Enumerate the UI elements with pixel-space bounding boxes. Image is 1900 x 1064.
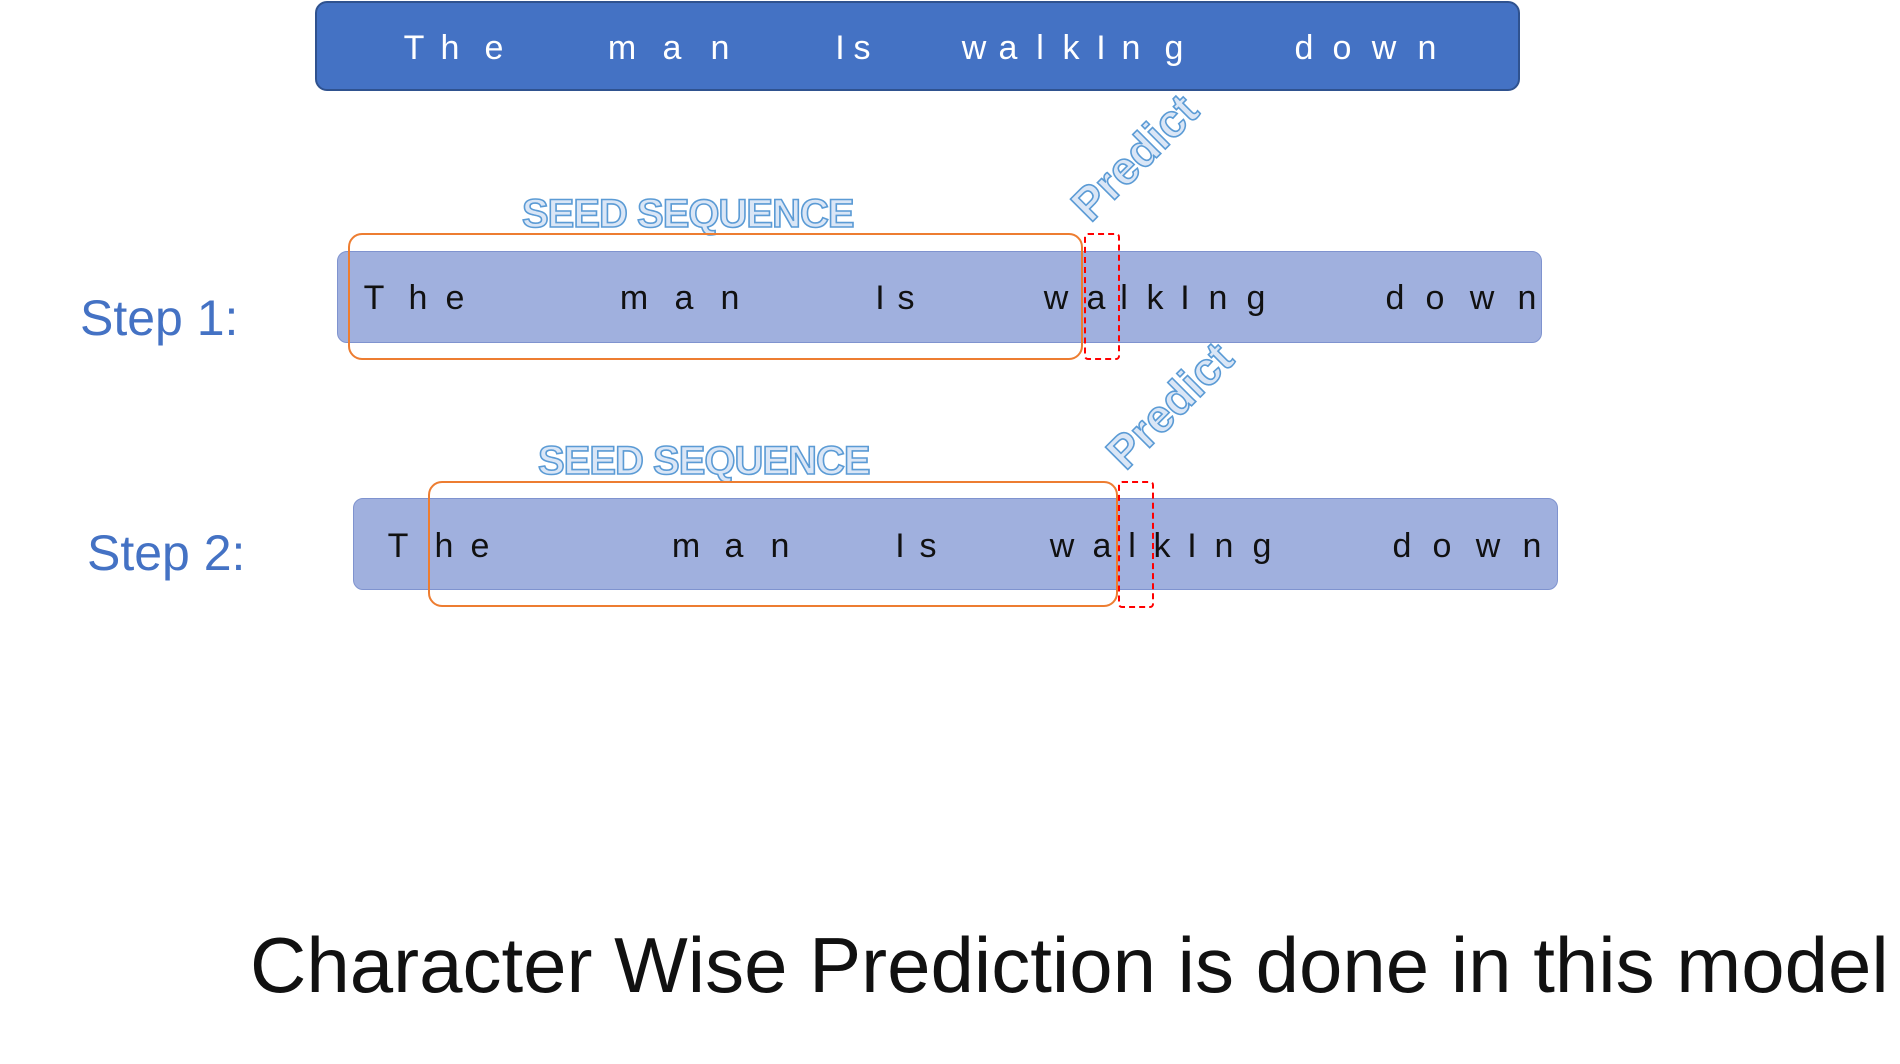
step-1-char: n bbox=[1208, 279, 1228, 317]
step-1-char: h bbox=[408, 279, 428, 317]
step-1-char: w bbox=[1469, 279, 1495, 317]
step-2-char: d bbox=[1392, 527, 1412, 565]
step-2-char: m bbox=[671, 527, 701, 565]
step-1-label: Step 1: bbox=[80, 290, 239, 346]
step-2-predicted-character-window bbox=[1118, 481, 1154, 608]
step-1-char: n bbox=[1517, 279, 1537, 317]
step-2-char: n bbox=[1522, 527, 1542, 565]
target-char: o bbox=[1332, 29, 1352, 67]
step-2-seed-window bbox=[428, 481, 1118, 607]
step-2-char: a bbox=[724, 527, 744, 565]
target-char: e bbox=[484, 29, 504, 67]
target-char: l bbox=[1036, 29, 1044, 67]
step-1-char: g bbox=[1246, 279, 1266, 317]
step-2-char: w bbox=[1475, 527, 1501, 565]
step-1-sequence-bar bbox=[337, 251, 1542, 343]
step-2-char: k bbox=[1153, 527, 1171, 565]
step-1-char: I bbox=[1180, 279, 1190, 317]
step-1-char: a bbox=[674, 279, 694, 317]
target-char: I bbox=[1096, 29, 1106, 67]
step-1-char: s bbox=[897, 279, 915, 317]
step-1-char: l bbox=[1120, 279, 1128, 317]
target-char: a bbox=[998, 29, 1018, 67]
step-2-char: I bbox=[1187, 527, 1197, 565]
step-2-seed-sequence-label: SEED SEQUENCE bbox=[537, 438, 871, 484]
step-2-char: n bbox=[1214, 527, 1234, 565]
target-char: d bbox=[1294, 29, 1314, 67]
step-1-char: w bbox=[1043, 279, 1069, 317]
step-2-char: o bbox=[1432, 527, 1452, 565]
step-2-char: I bbox=[895, 527, 905, 565]
step-1-char: a bbox=[1086, 279, 1106, 317]
target-char: n bbox=[1417, 29, 1437, 67]
target-char: w bbox=[1371, 29, 1397, 67]
step-1-char: I bbox=[875, 279, 885, 317]
target-char: w bbox=[961, 29, 987, 67]
step-1-seed-sequence-label: SEED SEQUENCE bbox=[521, 191, 855, 237]
step-1-char: T bbox=[363, 279, 385, 317]
target-char: T bbox=[403, 29, 425, 67]
step-2-char: h bbox=[434, 527, 454, 565]
step-2-char: n bbox=[770, 527, 790, 565]
step-1-char: n bbox=[720, 279, 740, 317]
step-2-char: s bbox=[919, 527, 937, 565]
step-1-predict-label: Predict bbox=[1060, 83, 1209, 232]
step-2-label: Step 2: bbox=[87, 525, 246, 581]
step-1-char: o bbox=[1425, 279, 1445, 317]
target-char: k bbox=[1062, 29, 1080, 67]
step-2-char: w bbox=[1049, 527, 1075, 565]
step-1-seed-window bbox=[348, 233, 1083, 360]
step-2-char: l bbox=[1128, 527, 1136, 565]
step-1-predicted-character-window bbox=[1084, 233, 1120, 360]
step-2-sequence-bar bbox=[353, 498, 1558, 590]
step-1-char: e bbox=[445, 279, 465, 317]
target-char: h bbox=[440, 29, 460, 67]
target-char: g bbox=[1164, 29, 1184, 67]
target-char: m bbox=[607, 29, 637, 67]
slide-caption: Character Wise Prediction is done in thi… bbox=[250, 921, 1889, 1009]
step-2-char: g bbox=[1252, 527, 1272, 565]
target-char: n bbox=[1121, 29, 1141, 67]
target-char: s bbox=[853, 29, 871, 67]
step-1-char: d bbox=[1385, 279, 1405, 317]
step-1-char: k bbox=[1146, 279, 1164, 317]
step-2-char: T bbox=[387, 527, 409, 565]
target-sentence-bar bbox=[315, 1, 1520, 91]
target-char: a bbox=[662, 29, 682, 67]
step-2-char: a bbox=[1092, 527, 1112, 565]
target-char: I bbox=[835, 29, 845, 67]
step-1-char: m bbox=[619, 279, 649, 317]
step-2-char: e bbox=[470, 527, 490, 565]
target-char: n bbox=[710, 29, 730, 67]
